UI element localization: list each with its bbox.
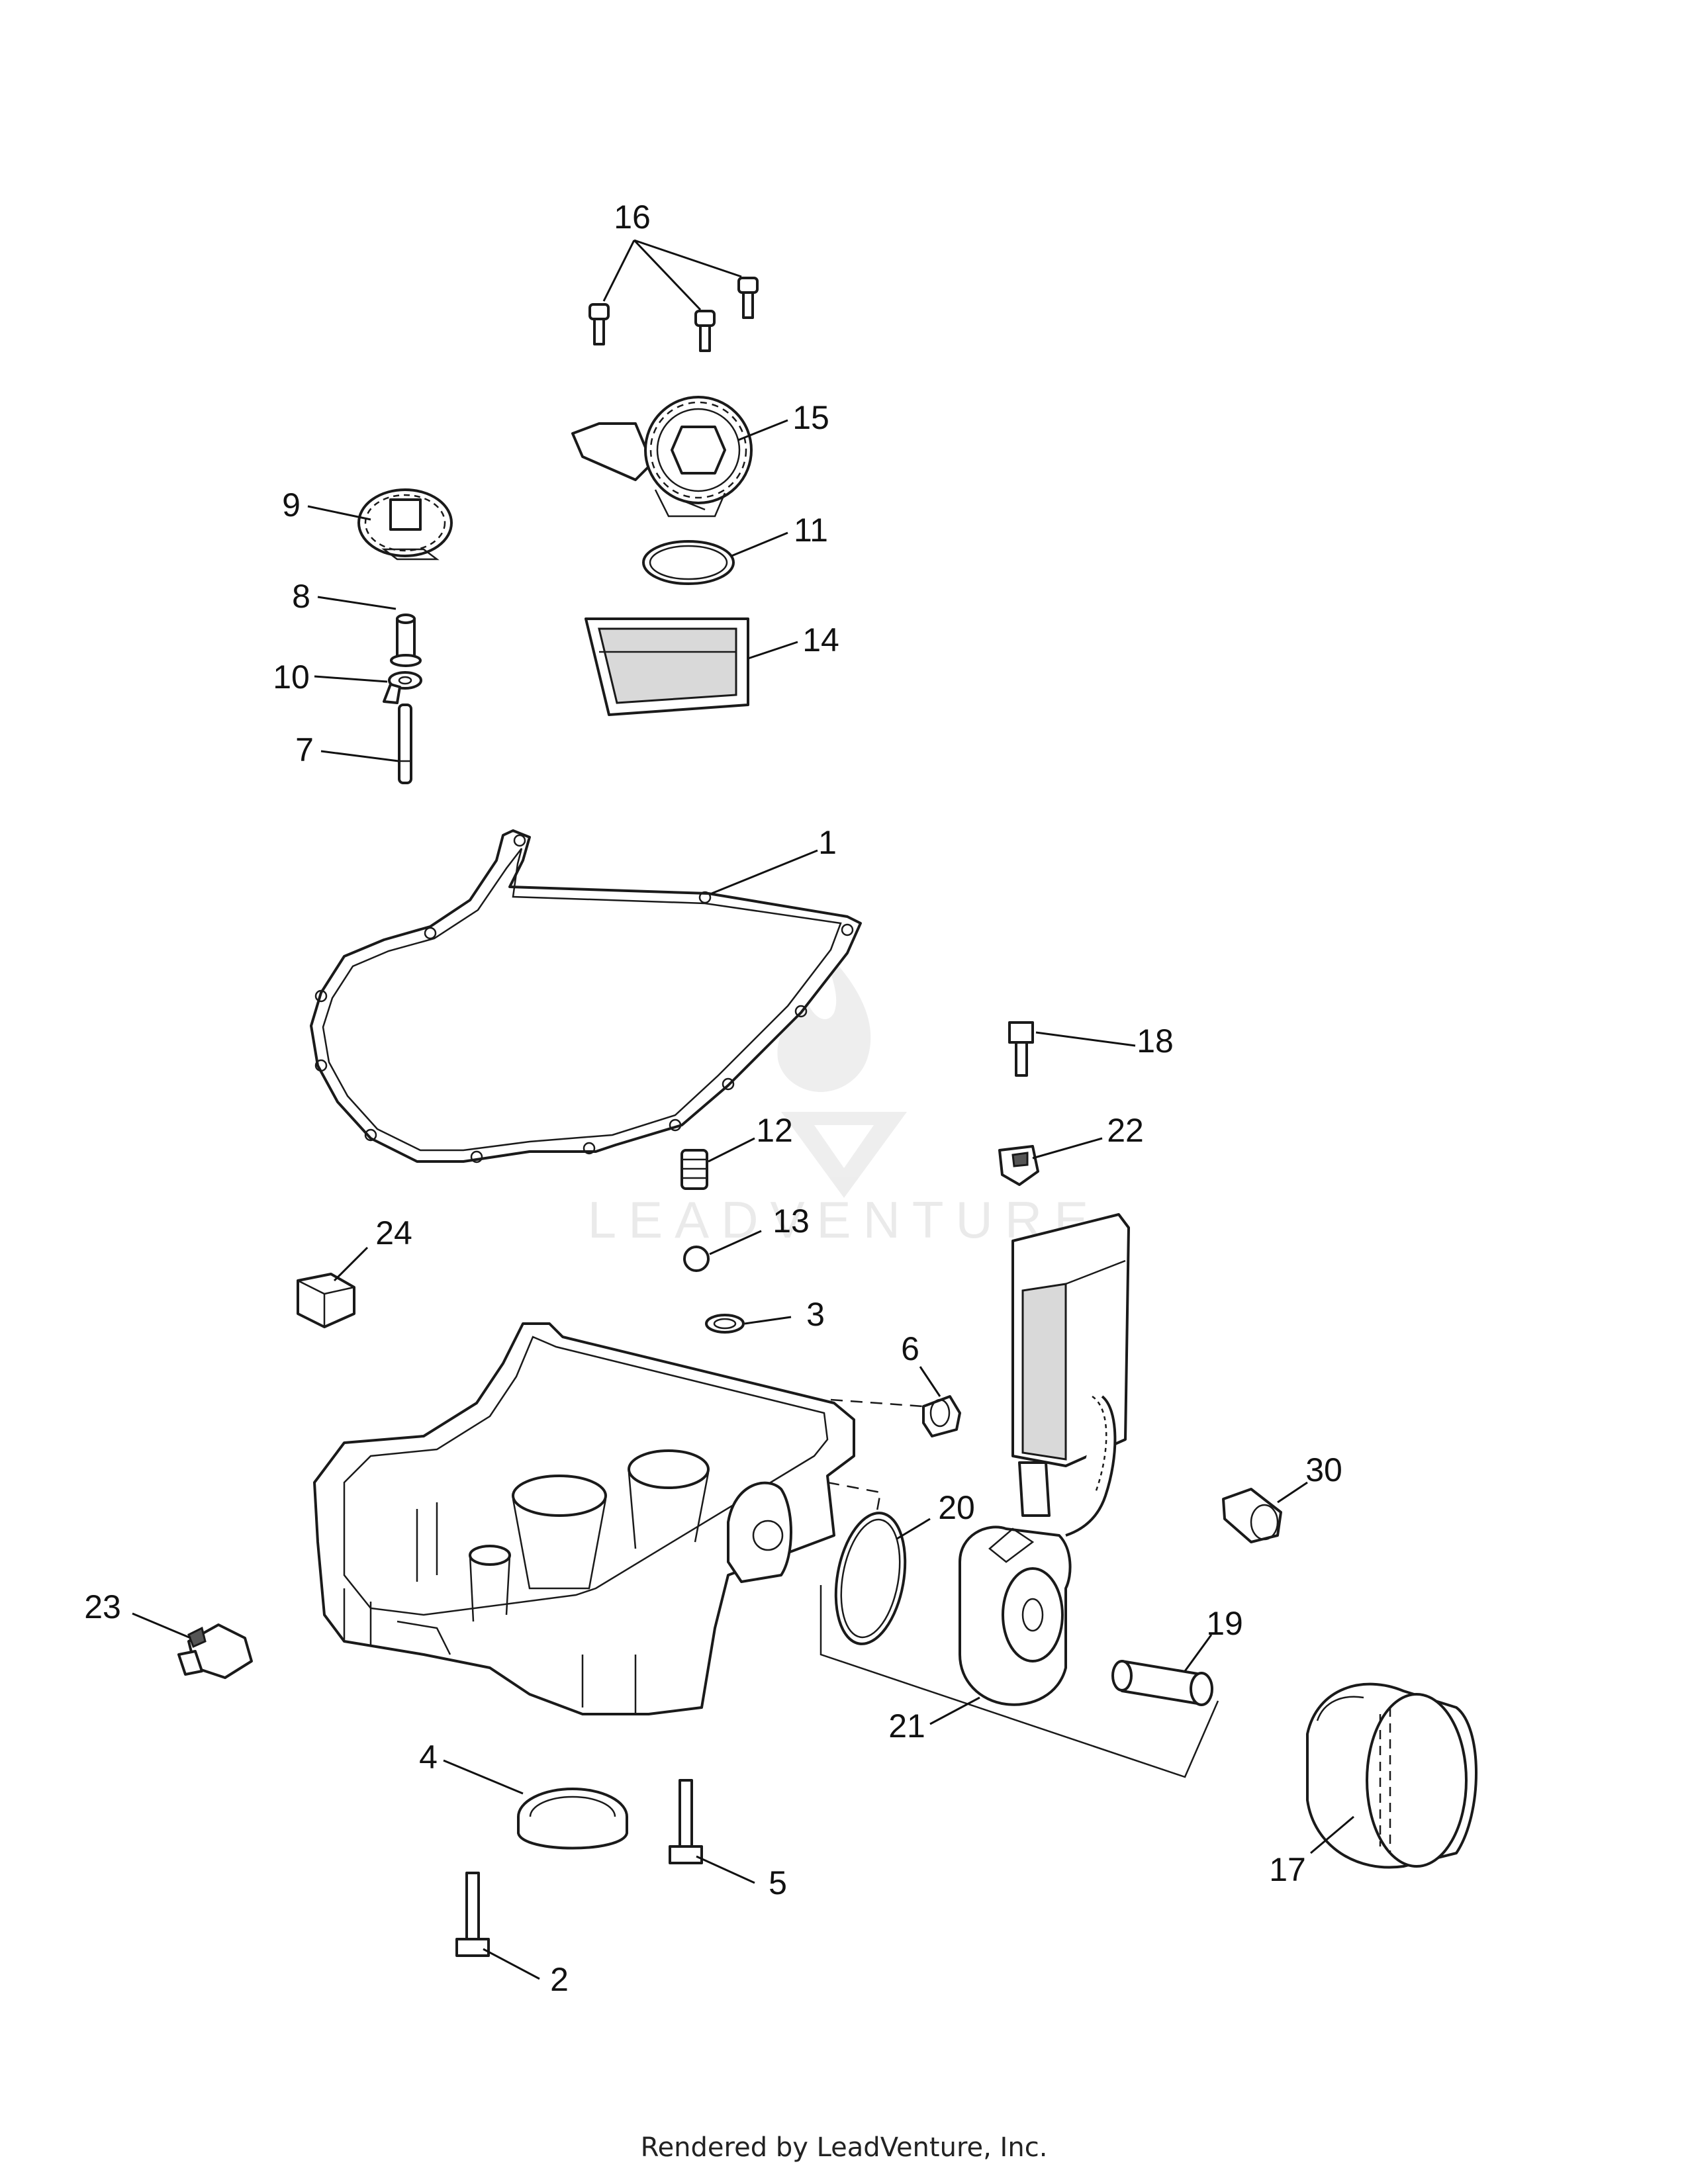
part-22-clip: [998, 1145, 1039, 1186]
part-6-dashed-guide: [827, 1398, 924, 1529]
part-5-bolt: [669, 1779, 703, 1864]
part-14-oil-screen: [585, 617, 749, 716]
part-11-o-ring: [642, 540, 735, 585]
part-24-plug: [297, 1273, 355, 1328]
part-10-washer: [383, 671, 422, 704]
leader-lines: [132, 239, 1354, 1980]
part-12-spring: [680, 1149, 708, 1190]
watermark-brand-text: LEADVENTURE: [588, 1191, 1100, 1249]
callout-14: 14: [802, 621, 839, 659]
part-18-bolt: [1008, 1021, 1034, 1077]
part-6-fitting: [922, 1395, 961, 1437]
callout-1: 1: [818, 824, 837, 861]
part-23-oil-pressure-sensor: [177, 1623, 253, 1679]
callout-7: 7: [295, 731, 314, 768]
callout-17: 17: [1269, 1851, 1306, 1888]
callout-20: 20: [938, 1489, 975, 1526]
part-3-washer: [705, 1314, 745, 1334]
footer-rendered-by: Rendered by LeadVenture, Inc.: [640, 2132, 1048, 2163]
part-16-screws: [588, 277, 759, 352]
callout-2: 2: [550, 1961, 569, 1998]
callout-10: 10: [273, 659, 310, 696]
callout-23: 23: [84, 1588, 121, 1625]
watermark: LEADVENTURE: [588, 946, 1100, 1249]
part-21-group-bracket: [820, 1585, 1219, 1778]
callout-12: 12: [756, 1112, 793, 1149]
oil-cooler-assembly: [959, 1213, 1130, 1706]
callout-15: 15: [792, 399, 829, 436]
callout-6: 6: [901, 1330, 919, 1367]
callout-19: 19: [1206, 1605, 1243, 1642]
part-1-gasket: [310, 829, 862, 1163]
part-2-bolt: [455, 1872, 490, 1957]
callout-13: 13: [773, 1203, 810, 1240]
callout-3: 3: [806, 1296, 825, 1333]
part-20-o-ring: [834, 1512, 907, 1645]
part-7-shaft: [398, 704, 412, 784]
part-4-oil-seal: [517, 1788, 628, 1850]
oil-sump-pan: [313, 1322, 855, 1715]
part-15-oil-pump: [571, 396, 753, 518]
watermark-v-logo: [781, 1112, 907, 1198]
callout-24: 24: [375, 1214, 412, 1251]
callout-30: 30: [1305, 1451, 1342, 1488]
part-8-pin: [390, 614, 422, 667]
part-13-ball: [683, 1246, 710, 1272]
callout-4: 4: [419, 1739, 438, 1776]
part-17-oil-filter: [1306, 1682, 1477, 1869]
callout-8: 8: [292, 578, 310, 615]
callout-22: 22: [1107, 1112, 1144, 1149]
gasket-bolt-holes: [314, 834, 854, 1163]
part-19-sleeve: [1111, 1660, 1213, 1706]
callout-16: 16: [614, 199, 651, 236]
callout-11: 11: [794, 512, 828, 549]
watermark-flame-icon: [777, 946, 871, 1092]
part-9-governor-gear: [357, 488, 453, 561]
callout-21: 21: [888, 1707, 925, 1745]
callout-9: 9: [282, 486, 301, 523]
callout-labels: 16 15 9 11 8 14 10 7 1 18 12 22 24 13 3 …: [84, 199, 1342, 1998]
callout-18: 18: [1137, 1023, 1174, 1060]
callout-5: 5: [769, 1864, 787, 1901]
part-30-fitting: [1222, 1488, 1282, 1543]
